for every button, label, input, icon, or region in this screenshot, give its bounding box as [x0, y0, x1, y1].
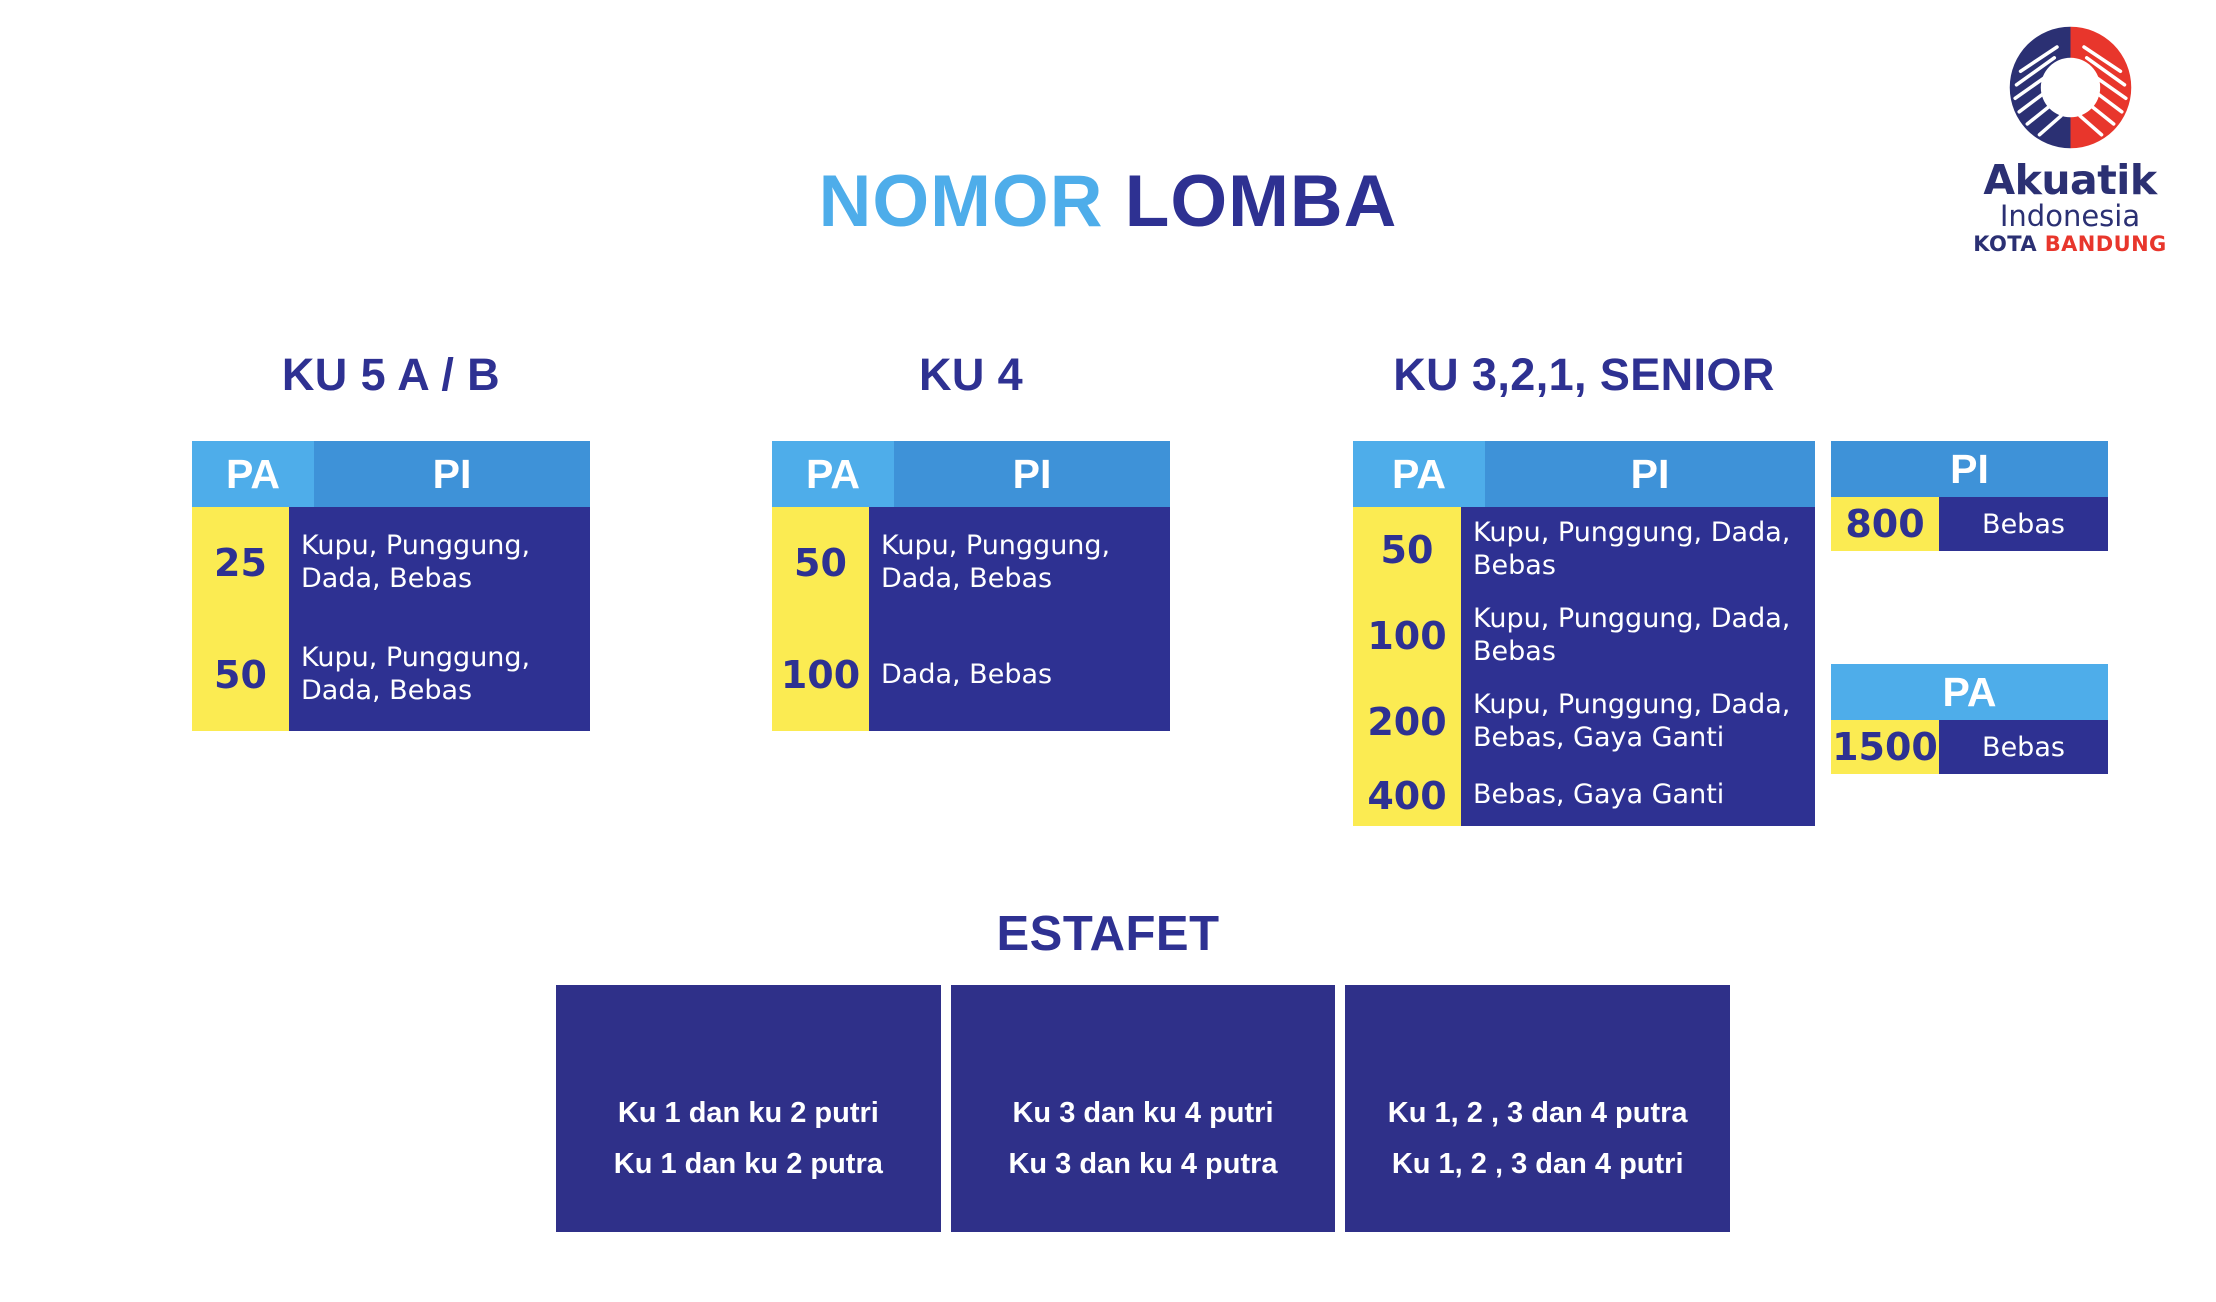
- estafet-line: Ku 1 dan ku 2 putri: [617, 1096, 879, 1129]
- distance-cell: 50: [214, 653, 267, 697]
- distance-cell: 100: [1367, 614, 1447, 658]
- event-cell: Kupu, Punggung, Dada, Bebas: [301, 530, 531, 594]
- estafet-line: Ku 1 dan ku 2 putra: [613, 1147, 883, 1180]
- table-body: 25 50 Kupu, Punggung, Dada, Bebas Kupu, …: [192, 507, 590, 731]
- table-header-row: PA PI: [192, 441, 590, 507]
- event-cell: Kupu, Punggung, Dada, Bebas: [1473, 603, 1791, 667]
- akuatik-ring-icon: [2009, 26, 2131, 149]
- table-ku5: PA PI 25 50 Kupu, Punggung, Dada, Bebas …: [192, 441, 590, 731]
- column-header-pa: PA: [1353, 441, 1485, 507]
- group-heading-ku4: KU 4: [918, 349, 1024, 400]
- table-ku4: PA PI 50 100 Kupu, Punggung, Dada, Bebas…: [772, 441, 1170, 731]
- estafet-line: Ku 3 dan ku 4 putri: [1012, 1096, 1274, 1129]
- event-cell: Kupu, Punggung, Dada, Bebas: [881, 530, 1111, 594]
- column-header-pa: PA: [1831, 664, 2108, 720]
- column-header-pi: PI: [1831, 441, 2108, 497]
- table-body: 50 100 Kupu, Punggung, Dada, Bebas Dada,…: [772, 507, 1170, 731]
- event-cell: Dada, Bebas: [881, 658, 1053, 690]
- logo-city-name: BANDUNG: [2044, 232, 2167, 257]
- page-title-nomor: NOMOR: [818, 161, 1104, 242]
- logo-city-prefix: KOTA: [1973, 232, 2038, 257]
- table-header-row: PA PI: [772, 441, 1170, 507]
- table-header-row: PA PI: [1353, 441, 1815, 507]
- estafet-box: Ku 3 dan ku 4 putri Ku 3 dan ku 4 putra: [950, 985, 1336, 1232]
- estafet-line: Ku 3 dan ku 4 putra: [1008, 1147, 1278, 1180]
- table-body: 50 100 200 400 Kupu, Punggung, Dada, Beb…: [1353, 507, 1815, 826]
- distance-column: 50 100 200 400: [1353, 507, 1461, 826]
- distance-column: 50 100: [772, 507, 869, 731]
- event-cell: Bebas: [1939, 720, 2108, 774]
- distance-cell: 200: [1367, 700, 1447, 744]
- logo-wordmark: Akuatik: [1983, 156, 2157, 204]
- event-column: Kupu, Punggung, Dada, Bebas Dada, Bebas: [869, 507, 1170, 731]
- logo-subtitle: Indonesia: [1999, 199, 2141, 234]
- distance-cell: 50: [794, 541, 847, 585]
- group-heading-ku5: KU 5 A / B: [281, 349, 501, 400]
- column-header-pi: PI: [894, 441, 1170, 507]
- estafet-box: Ku 1 dan ku 2 putri Ku 1 dan ku 2 putra: [556, 985, 941, 1232]
- column-header-pi: PI: [314, 441, 590, 507]
- event-cell: Bebas: [1939, 497, 2108, 551]
- event-cell: Kupu, Punggung, Dada, Bebas: [301, 642, 531, 706]
- estafet-line: Ku 1, 2 , 3 dan 4 putra: [1387, 1096, 1688, 1129]
- column-header-pi: PI: [1485, 441, 1815, 507]
- table-pi-800: PI 800 Bebas: [1831, 441, 2108, 551]
- group-heading-ku321-senior: KU 3,2,1, SENIOR: [1393, 349, 1775, 400]
- estafet-heading: ESTAFET: [996, 907, 1220, 961]
- table-body: 800 Bebas: [1831, 497, 2108, 551]
- estafet-row: Ku 1 dan ku 2 putri Ku 1 dan ku 2 putra …: [556, 985, 1731, 1232]
- distance-cell: 800: [1831, 497, 1939, 551]
- table-pa-1500: PA 1500 Bebas: [1831, 664, 2108, 774]
- event-column: Kupu, Punggung, Dada, Bebas Kupu, Punggu…: [1461, 507, 1815, 826]
- event-column: Kupu, Punggung, Dada, Bebas Kupu, Punggu…: [289, 507, 590, 731]
- table-ku321-senior: PA PI 50 100 200 400 Kupu, Punggung, Dad…: [1353, 441, 1815, 826]
- page-title-lomba: LOMBA: [1124, 161, 1398, 242]
- estafet-box: Ku 1, 2 , 3 dan 4 putra Ku 1, 2 , 3 dan …: [1345, 985, 1731, 1232]
- distance-column: 25 50: [192, 507, 289, 731]
- table-body: 1500 Bebas: [1831, 720, 2108, 774]
- column-header-pa: PA: [192, 441, 314, 507]
- distance-cell: 100: [780, 653, 861, 697]
- estafet-line: Ku 1, 2 , 3 dan 4 putri: [1391, 1147, 1684, 1180]
- distance-cell: 400: [1367, 773, 1447, 818]
- page-title: NOMOR LOMBA: [0, 165, 2216, 238]
- event-cell: Kupu, Punggung, Dada, Bebas, Gaya Ganti: [1473, 689, 1791, 753]
- distance-cell: 50: [1380, 528, 1434, 572]
- distance-cell: 1500: [1831, 720, 1939, 774]
- event-cell: Kupu, Punggung, Dada, Bebas: [1473, 517, 1791, 581]
- distance-cell: 25: [214, 541, 267, 585]
- column-header-pa: PA: [772, 441, 894, 507]
- brand-logo: Akuatik Indonesia KOTA BANDUNG: [1955, 20, 2185, 265]
- event-cell: Bebas, Gaya Ganti: [1473, 779, 1725, 811]
- logo-city: KOTA BANDUNG: [1955, 233, 2185, 256]
